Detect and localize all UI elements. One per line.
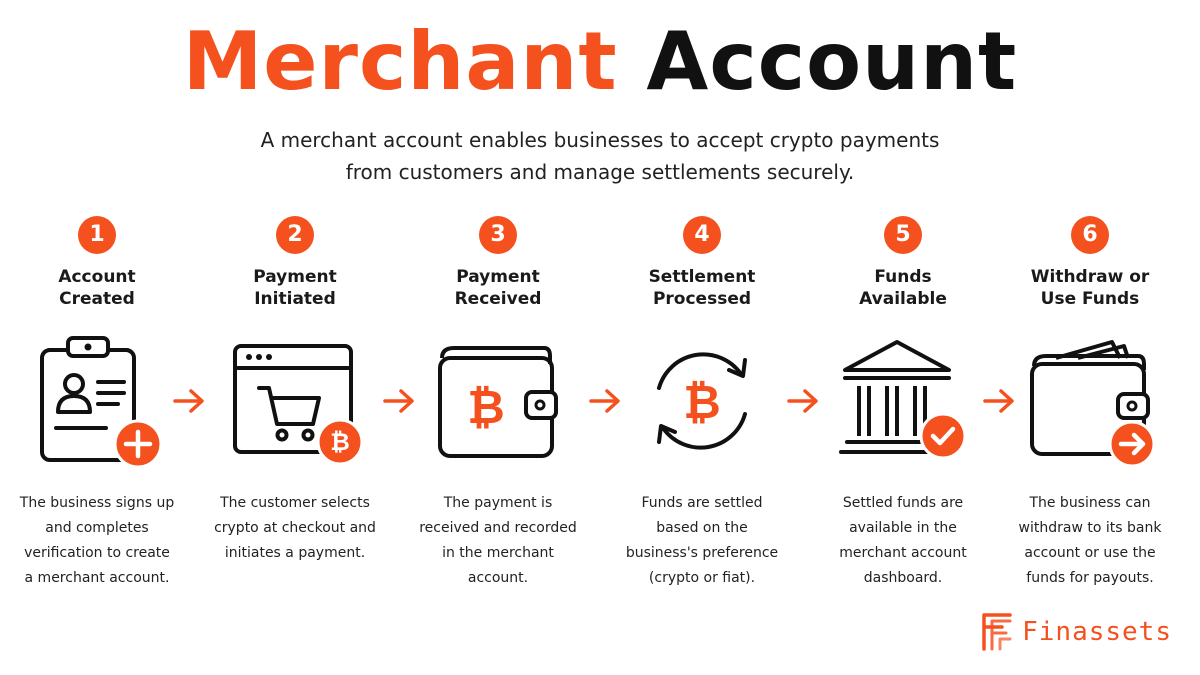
page-title: Merchant Account [0, 14, 1200, 110]
step-description: The payment is received and recorded in … [408, 491, 588, 591]
step-title: Payment Initiated [205, 266, 385, 310]
step-icon-container [813, 336, 993, 471]
wallet-bitcoin-icon: ₿ [438, 346, 558, 458]
desc-line: available in the [849, 520, 957, 536]
brand-name: Finassets [1022, 617, 1172, 647]
step-icon-container [7, 336, 187, 471]
step-4: 4 Settlement Processed ₿ Funds are settl… [612, 216, 792, 591]
title-part-2: Account [646, 15, 1018, 108]
desc-line: and completes [45, 520, 149, 536]
step-number-badge: 3 [479, 216, 517, 254]
step-description: Funds are settled based on the business'… [612, 491, 792, 591]
step-title-line-1: Payment [456, 267, 540, 287]
clipboard-plus-icon [40, 336, 162, 468]
desc-line: merchant account [839, 545, 967, 561]
step-description: The customer selects crypto at checkout … [205, 491, 385, 566]
desc-line: The business signs up [19, 495, 175, 511]
svg-text:₿: ₿ [683, 375, 721, 429]
subtitle: A merchant account enables businesses to… [0, 124, 1200, 188]
step-title: Withdraw or Use Funds [1000, 266, 1180, 310]
finassets-logo-icon [982, 613, 1012, 651]
desc-line: crypto at checkout and [214, 520, 376, 536]
wallet-arrow-icon [1030, 340, 1156, 468]
browser-cart-bitcoin-icon: ₿ [233, 344, 364, 466]
step-title-line-2: Available [859, 289, 947, 309]
desc-line: funds for payouts. [1026, 570, 1154, 586]
step-6: 6 Withdraw or Use Funds The business can… [1000, 216, 1180, 591]
step-5: 5 Funds Available Settled funds are avai… [813, 216, 993, 591]
step-number-badge: 6 [1071, 216, 1109, 254]
desc-line: The business can [1029, 495, 1151, 511]
desc-line: in the merchant [442, 545, 554, 561]
step-description: Settled funds are available in the merch… [813, 491, 993, 591]
desc-line: a merchant account. [24, 570, 170, 586]
desc-line: verification to create [24, 545, 170, 561]
step-title-line-2: Use Funds [1040, 289, 1140, 309]
arrow-right-icon [173, 389, 204, 413]
arrow-right-icon [787, 389, 818, 413]
step-description: The business can withdraw to its bank ac… [1000, 491, 1180, 591]
arrow-right-icon [983, 389, 1014, 413]
step-title-line-2: Processed [652, 289, 752, 309]
step-number-badge: 2 [276, 216, 314, 254]
step-icon-container: ₿ [408, 336, 588, 471]
subtitle-line-1: A merchant account enables businesses to… [260, 128, 940, 152]
desc-line: based on the [656, 520, 748, 536]
desc-line: business's preference [625, 545, 779, 561]
desc-line: Settled funds are [842, 495, 964, 511]
title-part-1: Merchant [182, 15, 618, 108]
desc-line: dashboard. [863, 570, 943, 586]
step-title-line-1: Payment [253, 267, 337, 287]
step-number-badge: 5 [884, 216, 922, 254]
step-title-line-1: Funds [874, 267, 932, 287]
svg-text:₿: ₿ [330, 428, 350, 456]
desc-line: initiates a payment. [224, 545, 366, 561]
subtitle-line-2: from customers and manage settlements se… [345, 160, 855, 184]
step-title: Settlement Processed [612, 266, 792, 310]
step-title-line-1: Settlement [648, 267, 756, 287]
step-3: 3 Payment Received ₿ The payment is rece… [408, 216, 588, 591]
desc-line: The customer selects [220, 495, 370, 511]
desc-line: (crypto or fiat). [648, 570, 756, 586]
step-description: The business signs up and completes veri… [7, 491, 187, 591]
step-title-line-2: Created [59, 289, 135, 309]
step-icon-container: ₿ [205, 336, 385, 471]
desc-line: The payment is [443, 495, 553, 511]
arrow-right-icon [589, 389, 620, 413]
desc-line: Funds are settled [641, 495, 763, 511]
step-icon-container [1000, 336, 1180, 471]
desc-line: received and recorded [419, 520, 577, 536]
desc-line: withdraw to its bank [1018, 520, 1162, 536]
step-title-line-2: Initiated [254, 289, 336, 309]
step-title-line-2: Received [454, 289, 542, 309]
brand-logo: Finassets [980, 611, 1172, 653]
step-title: Account Created [7, 266, 187, 310]
desc-line: account or use the [1024, 545, 1156, 561]
step-title-line-1: Withdraw or [1030, 267, 1150, 287]
bitcoin-cycle-icon: ₿ [657, 352, 747, 450]
svg-text:₿: ₿ [467, 380, 505, 434]
bank-check-icon [839, 340, 967, 460]
step-2: 2 Payment Initiated ₿ The customer selec… [205, 216, 385, 566]
step-title-line-1: Account [58, 267, 136, 287]
step-number-badge: 1 [78, 216, 116, 254]
desc-line: account. [467, 570, 529, 586]
step-number-badge: 4 [683, 216, 721, 254]
arrow-right-icon [383, 389, 414, 413]
step-title: Payment Received [408, 266, 588, 310]
step-title: Funds Available [813, 266, 993, 310]
step-icon-container: ₿ [612, 336, 792, 471]
step-1: 1 Account Created The business signs up … [7, 216, 187, 591]
